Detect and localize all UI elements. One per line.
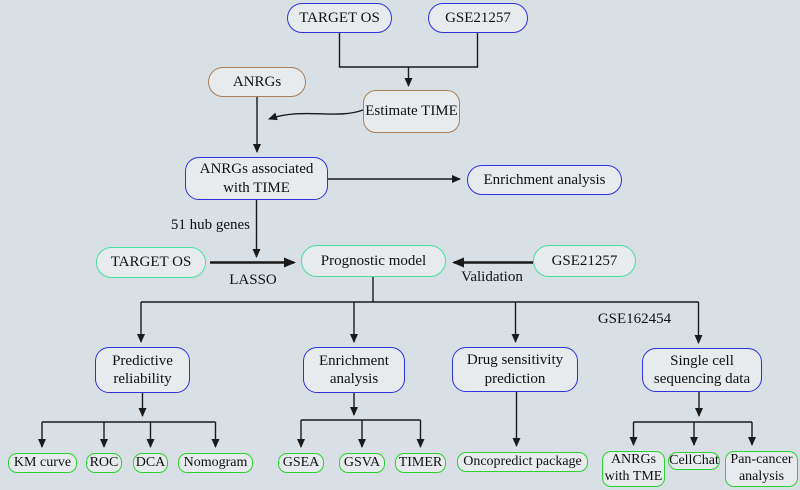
label-gse162454: GSE162454 [597,311,672,327]
node-gse21257-top: GSE21257 [428,3,528,33]
node-label: GSE21257 [551,252,618,269]
node-roc: ROC [86,453,122,473]
node-label: Enrichment analysis [483,171,606,188]
node-label: Estimate TIME [365,103,458,120]
node-pan-cancer-analysis: Pan-cancer analysis [725,451,798,487]
node-label-line2: reliability [113,371,172,387]
node-label-line1: ANRGs [610,452,657,468]
node-label: Prognostic model [320,252,427,269]
node-label-line2: prediction [484,370,546,387]
node-label-line1: Predictive [112,352,173,369]
node-label-line2: analysis [738,469,785,484]
edge-targetos-gse-join [338,33,479,68]
node-single-cell-sequencing: Single cell sequencing data [642,348,762,392]
node-label: GSEA [282,454,320,470]
node-enrichment-analysis-1: Enrichment analysis [467,165,622,195]
node-label-line1: ANRGs associated [199,161,314,178]
node-label-line1: Single cell [670,352,734,369]
node-label: ROC [89,454,119,470]
node-target-os-top: TARGET OS [287,3,392,33]
node-enrichment-analysis-2: Enrichment analysis [303,347,405,393]
node-target-os-mid: TARGET OS [96,247,206,278]
node-label: TIMER [398,454,443,470]
node-anrgs: ANRGs [208,67,306,97]
node-label: ANRGs [232,73,282,90]
node-label-line2: analysis [329,371,379,387]
edge-estimate-to-anrgs-line [268,109,364,121]
node-prognostic-model: Prognostic model [301,245,446,277]
node-gsea: GSEA [278,453,324,473]
node-label: GSE21257 [445,9,511,26]
node-km-curve: KM curve [8,453,77,473]
node-label: TARGET OS [299,9,380,26]
node-gse21257-mid: GSE21257 [533,245,636,277]
node-label: Oncopredict package [463,453,582,469]
node-oncopredict-package: Oncopredict package [457,452,588,472]
node-label: GSVA [343,454,381,470]
node-timer: TIMER [395,453,446,473]
node-gsva: GSVA [339,453,385,473]
node-anrgs-associated-time: ANRGs associated with TIME [185,157,328,200]
node-drug-sensitivity-prediction: Drug sensitivity prediction [452,347,578,392]
label-lasso: LASSO [229,272,277,288]
node-dca: DCA [133,453,168,473]
node-label: KM curve [13,454,72,470]
node-predictive-reliability: Predictive reliability [95,347,190,393]
node-label-line2: with TME [604,469,663,484]
node-label-line2: with TIME [223,179,290,196]
node-label-line1: Drug sensitivity [466,352,564,369]
node-estimate-time: Estimate TIME [363,90,460,133]
node-label-line1: Enrichment [319,352,389,369]
node-label-line1: Pan-cancer [730,452,793,468]
node-label: Nomogram [183,454,248,470]
node-nomogram: Nomogram [178,453,253,473]
node-label: TARGET OS [110,254,192,271]
node-label: DCA [135,454,166,470]
node-label: CellChat [669,452,719,468]
label-validation: Validation [461,269,523,285]
node-cellchat: CellChat [668,452,720,470]
node-anrgs-with-tme: ANRGs with TME [602,451,665,487]
label-51-hub-genes: 51 hub genes [170,217,250,233]
node-label-line2: sequencing data [653,371,751,387]
